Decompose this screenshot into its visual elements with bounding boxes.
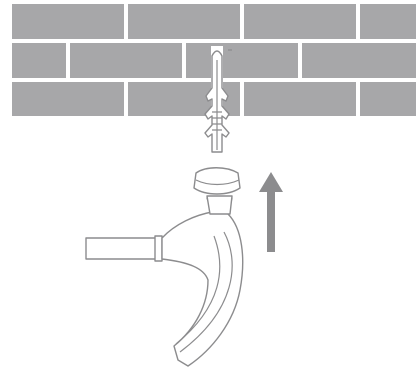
brick-row-1 [12,4,416,39]
brick [12,82,124,116]
claw-split-line [179,231,233,353]
hammer-neck [206,195,233,215]
hammer-striking-face [193,167,241,195]
hammer-handle [85,237,161,260]
claw-hammer-icon [85,167,244,367]
brick-wall [0,0,416,118]
plug-ridges [212,111,222,131]
brick-row-2 [12,43,416,78]
wall-plug-anchor-icon [204,46,232,153]
arrow-shaft [267,190,275,252]
brick [12,43,66,78]
hammer-face-edge [195,179,240,186]
hammer-handle-collar [154,235,163,262]
claw-inner-line [175,235,221,345]
arrow-up-icon [259,172,283,252]
brick [360,82,416,116]
brick [70,43,182,78]
brick [186,43,298,78]
brick [302,43,416,78]
arrow-head [259,172,283,192]
brick [128,4,240,39]
brick [12,4,124,39]
brick [244,4,356,39]
brick [360,4,416,39]
brick [244,82,356,116]
